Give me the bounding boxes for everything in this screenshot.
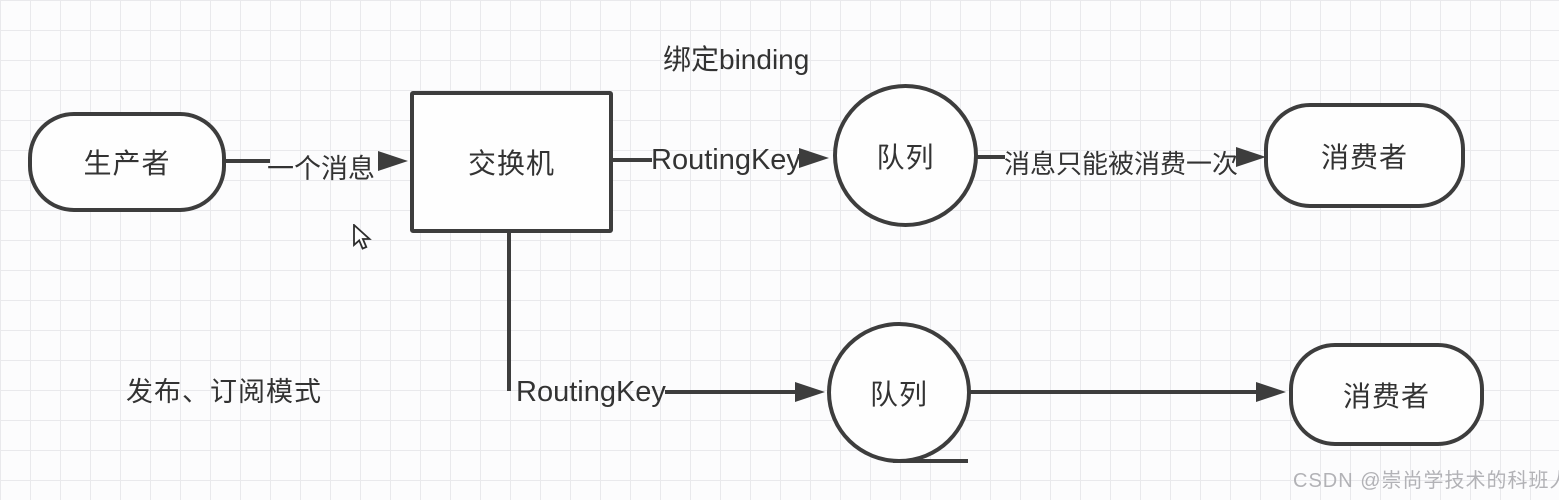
connector-exchange-down-line: [507, 231, 511, 391]
node-exchange: 交换机: [410, 91, 613, 233]
node-consumer-top: 消费者: [1264, 103, 1465, 208]
edge-label-one-message: 一个消息: [267, 154, 375, 184]
node-queue-top: 队列: [833, 84, 978, 227]
watermark: CSDN @崇尚学技术的科班人: [1293, 470, 1559, 492]
node-exchange-label: 交换机: [467, 148, 555, 179]
node-queue-top-label: 队列: [876, 141, 935, 173]
node-queue-bottom-label: 队列: [869, 378, 928, 410]
node-consumer-top-label: 消费者: [1320, 141, 1408, 173]
mouse-cursor-icon: [352, 222, 372, 257]
connector-exchange-queue-top-line: [611, 158, 652, 162]
node-queue-bottom: 队列: [827, 322, 971, 463]
queue-bottom-underline: [893, 459, 968, 463]
node-producer-label: 生产者: [83, 148, 171, 179]
edge-label-consume-once: 消息只能被消费一次: [1004, 149, 1239, 179]
arrowhead-exchange-queue-top: [799, 148, 829, 168]
arrowhead-exchange-queue-bottom: [795, 382, 825, 402]
arrowhead-queue-consumer-bottom: [1256, 382, 1286, 402]
pattern-label: 发布、订阅模式: [126, 377, 322, 407]
node-consumer-bottom-label: 消费者: [1342, 380, 1430, 412]
diagram-title: 绑定binding: [663, 44, 810, 75]
arrowhead-queue-consumer-top: [1236, 147, 1266, 167]
edge-label-routingkey-top: RoutingKey: [651, 144, 801, 176]
node-consumer-bottom: 消费者: [1289, 343, 1484, 446]
edge-label-routingkey-bottom: RoutingKey: [516, 376, 666, 408]
arrowhead-producer-exchange: [378, 151, 408, 171]
node-producer: 生产者: [28, 112, 226, 212]
connector-producer-exchange-line: [224, 159, 270, 163]
connector-queue-consumer-bottom-line: [968, 390, 1256, 394]
connector-routingkey-queue-bottom-line: [665, 390, 795, 394]
connector-queue-consumer-top-line: [976, 155, 1005, 159]
